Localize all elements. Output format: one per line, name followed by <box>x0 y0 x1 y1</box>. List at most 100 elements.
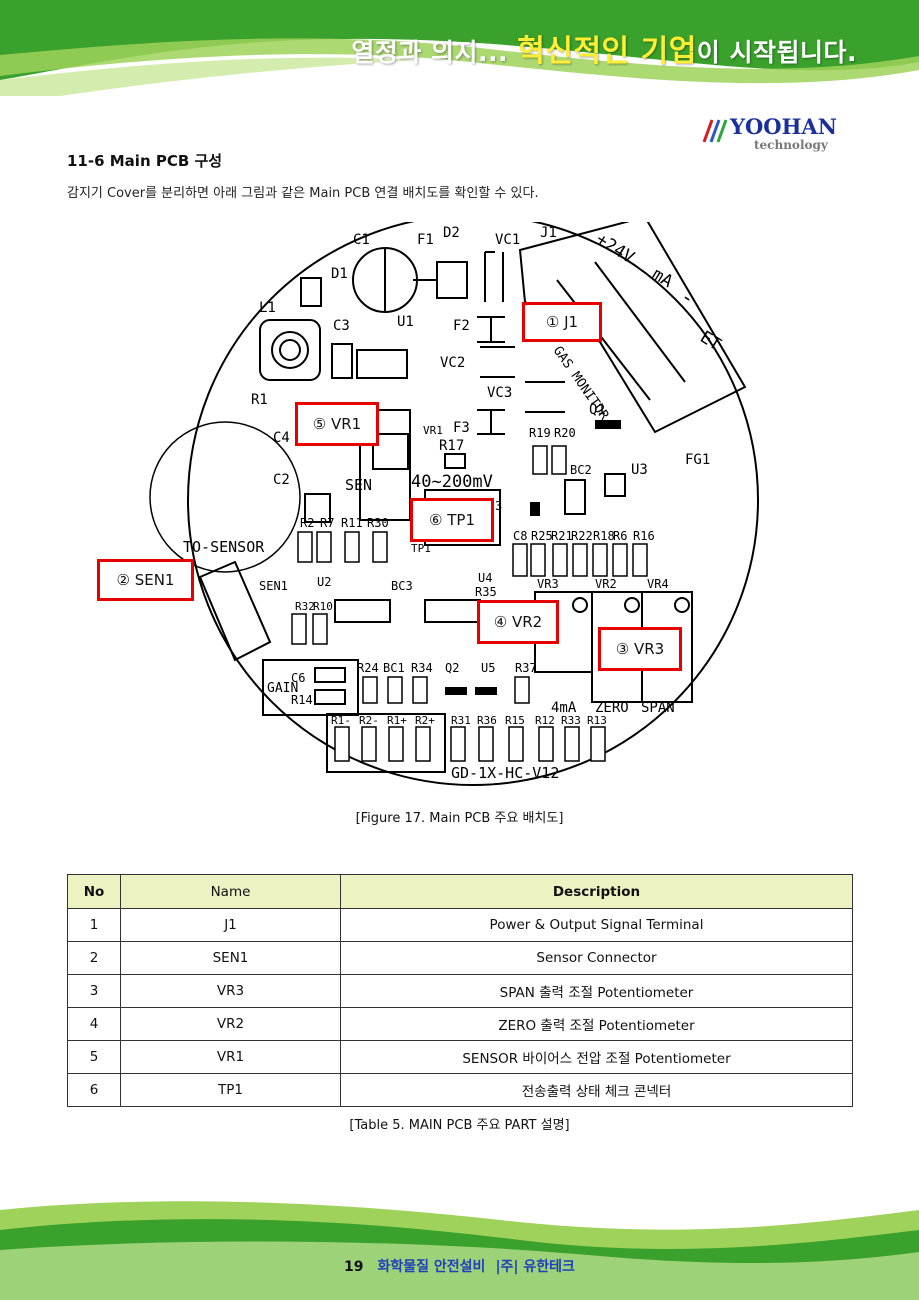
cell-name: VR1 <box>120 1040 341 1074</box>
silk-r35: R35 <box>475 585 497 599</box>
slogan-pre: 열정과 의지... <box>351 38 518 67</box>
cell-description: Power & Output Signal Terminal <box>340 908 853 942</box>
silk-u2: U2 <box>317 575 331 589</box>
cell-description: Sensor Connector <box>340 941 853 975</box>
silk-r21: R21 <box>551 529 573 543</box>
silk-d2: D2 <box>443 225 460 241</box>
silk-board-id: GD-1X-HC-V12 <box>451 764 559 782</box>
silk-c2: C2 <box>273 472 290 488</box>
silk-u5: U5 <box>481 661 495 675</box>
silk-r1-minus: R1- <box>331 714 351 727</box>
header-name: Name <box>120 874 341 909</box>
silk-r14: R14 <box>291 693 313 707</box>
silk-r10: R10 <box>313 600 333 613</box>
silk-r7: R7 <box>320 516 334 530</box>
silk-r33: R33 <box>561 714 581 727</box>
page-number: 19 <box>344 1259 364 1275</box>
silk-r1: R1 <box>251 392 268 408</box>
section-title: 11-6 Main PCB 구성 <box>67 152 223 170</box>
cell-no: 1 <box>67 908 121 942</box>
silk-u1: U1 <box>397 314 414 330</box>
header-description: Description <box>340 874 853 909</box>
cell-description: 전송출력 상태 체크 콘넥터 <box>340 1073 853 1107</box>
footer-banner <box>0 1201 919 1300</box>
cell-no: 5 <box>67 1040 121 1074</box>
silk-span: SPAN <box>641 700 675 716</box>
silk-f1: F1 <box>417 232 434 248</box>
silk-r15: R15 <box>505 714 525 727</box>
silk-bc1: BC1 <box>383 661 405 675</box>
silk-4ma: 4mA <box>551 700 577 716</box>
callout-vr1: ⑤ VR1 <box>295 402 379 446</box>
yoohan-logo: YOOHAN technology <box>702 114 837 152</box>
silk-sen: SEN <box>345 476 372 494</box>
cell-no: 3 <box>67 974 121 1008</box>
silk-r20: R20 <box>554 426 576 440</box>
silk-c4: C4 <box>273 430 290 446</box>
silk-sen1: SEN1 <box>259 579 288 593</box>
cell-name: VR2 <box>120 1007 341 1041</box>
silk-vc1: VC1 <box>495 232 520 248</box>
silk-fg1: FG1 <box>685 452 710 468</box>
silk-vr3: VR3 <box>537 577 559 591</box>
silk-c3: C3 <box>333 318 350 334</box>
silk-gain: GAIN <box>267 681 298 696</box>
logo-sub-text: technology <box>754 138 829 152</box>
cell-no: 4 <box>67 1007 121 1041</box>
silk-range: 40~200mV <box>411 472 493 492</box>
table-row: 6 TP1 전송출력 상태 체크 콘넥터 <box>67 1073 853 1107</box>
silk-r22: R22 <box>571 529 593 543</box>
silk-r2-minus: R2- <box>359 714 379 727</box>
callout-vr3: ③ VR3 <box>598 627 682 671</box>
silk-r17: R17 <box>439 438 464 454</box>
silk-r12: R12 <box>535 714 555 727</box>
silk-r18: R18 <box>593 529 615 543</box>
cell-no: 2 <box>67 941 121 975</box>
silk-r25: R25 <box>531 529 553 543</box>
silk-r6: R6 <box>613 529 627 543</box>
table-row: 2 SEN1 Sensor Connector <box>67 941 853 975</box>
silk-r13: R13 <box>587 714 607 727</box>
silk-vr1: VR1 <box>423 424 443 437</box>
silk-3: 3 <box>495 499 502 513</box>
callout-j1: ① J1 <box>522 302 602 342</box>
pcb-diagram: C1 F1 D2 VC1 J1 D1 L1 U1 C3 F2 VC2 R1 VC… <box>149 222 759 786</box>
table-row: 5 VR1 SENSOR 바이어스 전압 조절 Potentiometer <box>67 1040 853 1074</box>
silk-j1: J1 <box>540 225 557 241</box>
cell-description: ZERO 출력 조절 Potentiometer <box>340 1007 853 1041</box>
silk-u3: U3 <box>631 462 648 478</box>
cell-name: J1 <box>120 908 341 942</box>
table-caption: [Table 5. MAIN PCB 주요 PART 설명] <box>349 1118 570 1133</box>
silk-q2: Q2 <box>445 661 459 675</box>
silk-vr2: VR2 <box>595 577 617 591</box>
silk-vr4: VR4 <box>647 577 669 591</box>
silk-c6: C6 <box>291 671 305 685</box>
silk-tp1: TP1 <box>411 542 431 555</box>
silk-c1: C1 <box>353 232 370 248</box>
silk-u4: U4 <box>478 571 492 585</box>
silk-q1: Q1 <box>589 402 606 418</box>
silk-r16: R16 <box>633 529 655 543</box>
cell-name: TP1 <box>120 1073 341 1107</box>
logo-brand-text: YOOHAN <box>729 114 837 139</box>
silk-d1: D1 <box>331 266 348 282</box>
silk-r1-plus: R1+ <box>387 714 407 727</box>
silk-zero: ZERO <box>595 700 629 716</box>
cell-no: 6 <box>67 1073 121 1107</box>
silk-r19: R19 <box>529 426 551 440</box>
silk-minus: - <box>676 284 699 311</box>
footer-company-name: |주| 유한테크 <box>495 1259 575 1275</box>
silk-f3: F3 <box>453 420 470 436</box>
silk-et: ET <box>696 327 724 355</box>
cell-name: SEN1 <box>120 941 341 975</box>
silk-r2: R2 <box>300 516 314 530</box>
silk-bc3: BC3 <box>391 579 413 593</box>
silk-r31: R31 <box>451 714 471 727</box>
silk-c8: C8 <box>513 529 527 543</box>
silk-l1: L1 <box>259 300 276 316</box>
silk-r30: R30 <box>367 516 389 530</box>
silk-r36: R36 <box>477 714 497 727</box>
silk-f2: F2 <box>453 318 470 334</box>
cell-description: SENSOR 바이어스 전압 조절 Potentiometer <box>340 1040 853 1074</box>
